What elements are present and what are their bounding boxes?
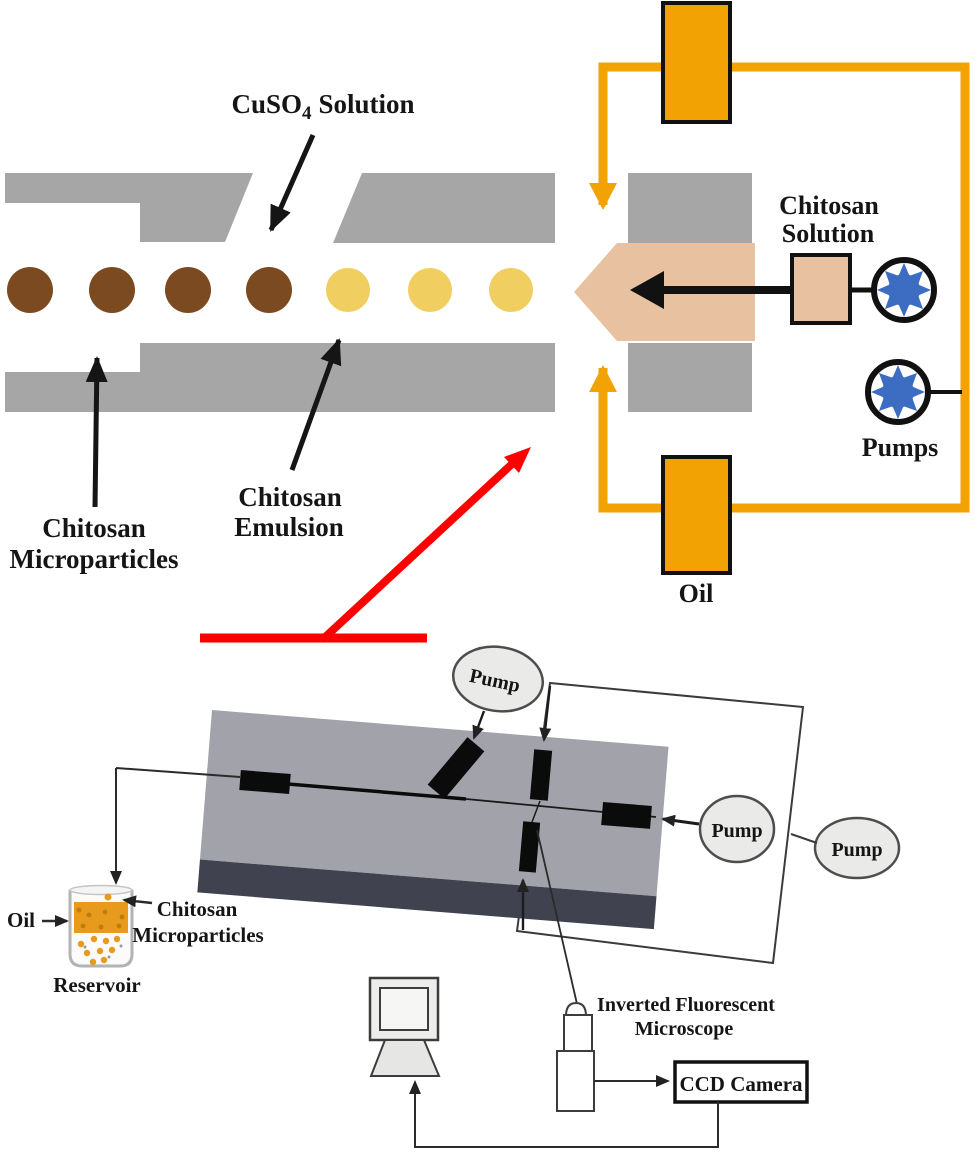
oil-reservoir-bottom bbox=[661, 455, 732, 575]
reservoir-microparticles-label: Chitosan bbox=[157, 897, 238, 921]
oil-tubing-loop bbox=[598, 62, 970, 513]
pump-to-diagonal-port-arrow bbox=[472, 710, 486, 740]
oil-flow-arrow-up-icon bbox=[589, 365, 617, 392]
chitosan-microparticles-label: Chitosan bbox=[42, 513, 146, 543]
computer-monitor bbox=[368, 976, 441, 1077]
chip-port-inlet-bottom bbox=[518, 821, 541, 873]
microparticle-droplet bbox=[165, 267, 211, 313]
pump-ellipse-right-label: Pump bbox=[711, 820, 762, 842]
reservoir-oil-label: Oil bbox=[7, 908, 35, 932]
oil-label: Oil bbox=[679, 579, 714, 608]
chitosan-solution-label: Solution bbox=[782, 219, 875, 248]
pump-ellipse-top bbox=[451, 645, 545, 713]
emulsion-droplet bbox=[408, 268, 452, 312]
chitosan-emulsion-label: Chitosan bbox=[238, 482, 342, 512]
reservoir-beaker bbox=[68, 884, 134, 968]
emulsion-droplet bbox=[326, 268, 370, 312]
reservoir-label: Reservoir bbox=[53, 973, 140, 997]
reservoir-microparticles-label: Microparticles bbox=[132, 923, 263, 947]
chitosan-flow-arrow-icon bbox=[630, 271, 664, 309]
oil-flow-arrow-down-icon bbox=[589, 183, 617, 210]
beaker-specks bbox=[83, 944, 123, 959]
microscope-label: Microscope bbox=[635, 1018, 734, 1040]
channel-wall-top-middle bbox=[333, 173, 555, 243]
inverted-microscope bbox=[556, 1001, 595, 1112]
ccd-camera-box bbox=[673, 1060, 809, 1104]
microscope-label: Inverted Fluorescent bbox=[597, 994, 775, 1016]
far-right-pump-connector bbox=[790, 833, 818, 844]
chip-port-inlet-top bbox=[529, 749, 553, 801]
pump-ellipse-far-right bbox=[813, 816, 901, 880]
chitosan-emulsion-label: Emulsion bbox=[234, 512, 344, 542]
beaker-rim bbox=[69, 884, 133, 896]
zoom-callout-arrow bbox=[200, 447, 531, 643]
microparticle-droplets bbox=[7, 267, 292, 313]
microfluidic-chip bbox=[197, 710, 669, 930]
chitosan-inlet-square bbox=[790, 253, 852, 325]
channel-wall-top-right bbox=[628, 173, 752, 243]
outlet-tube-horizontal bbox=[115, 767, 241, 778]
beaker-microparticle-dots bbox=[77, 893, 121, 966]
chip-port-inlet-right bbox=[601, 802, 652, 829]
syringe-pump-icon bbox=[868, 362, 928, 422]
frame-to-top-port-arrow bbox=[539, 685, 552, 742]
channel-wall-bottom bbox=[5, 343, 555, 412]
pump-to-right-port-arrow bbox=[661, 814, 700, 827]
cuso4-pointer-arrow bbox=[268, 133, 316, 232]
chitosan-solution-label: Chitosan bbox=[779, 191, 879, 220]
chip-port-inlet-diagonal bbox=[427, 737, 485, 799]
setup-diagram: Pump Pump Pump bbox=[7, 645, 901, 1148]
microparticles-pointer-arrow bbox=[85, 356, 108, 508]
pump-ellipse-far-right-label: Pump bbox=[831, 839, 882, 861]
syringe-pump-icon bbox=[874, 260, 934, 320]
microparticle-droplet bbox=[246, 267, 292, 313]
microparticle-droplet bbox=[89, 267, 135, 313]
microparticle-droplet bbox=[7, 267, 53, 313]
chip-cross-channel bbox=[531, 800, 541, 823]
emulsion-pointer-arrow bbox=[289, 338, 342, 471]
chip-to-microscope-line bbox=[536, 829, 578, 1005]
channel-wall-bottom-right bbox=[628, 343, 752, 412]
chip-main-channel bbox=[287, 782, 467, 801]
pump-ellipse-right bbox=[698, 794, 776, 864]
emulsion-droplet bbox=[489, 268, 533, 312]
oil-reservoir-top bbox=[661, 1, 732, 124]
pumps-label: Pumps bbox=[862, 433, 939, 462]
ccd-camera-label: CCD Camera bbox=[679, 1072, 803, 1096]
channel-wall-top-left bbox=[5, 173, 253, 242]
chitosan-microparticles-label: Microparticles bbox=[10, 544, 179, 574]
chip-port-outlet-left bbox=[239, 770, 291, 794]
reservoir-microparticles-arrow bbox=[122, 895, 153, 908]
ccd-to-monitor-arrow bbox=[409, 1080, 719, 1148]
beaker-oil-specks bbox=[76, 907, 125, 930]
emulsion-droplets bbox=[326, 268, 533, 312]
